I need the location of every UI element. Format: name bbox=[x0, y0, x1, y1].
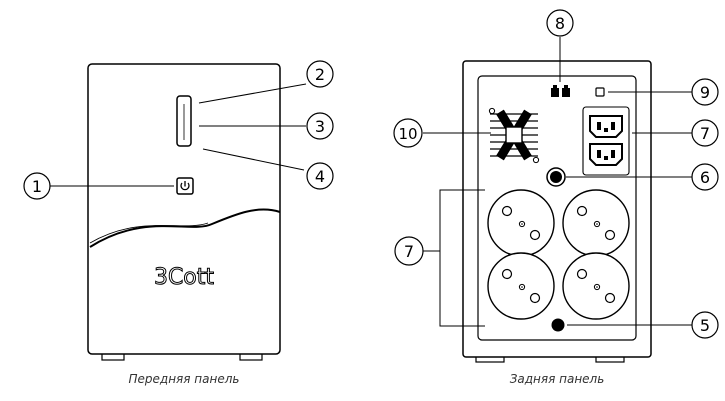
callout-3: 3 bbox=[306, 112, 334, 140]
callout-5-label: 5 bbox=[700, 316, 710, 335]
callout-1-label: 1 bbox=[32, 177, 42, 196]
callout-4-label: 4 bbox=[315, 167, 325, 186]
callout-10: 10 bbox=[393, 118, 423, 148]
usb-port-icon bbox=[595, 87, 605, 97]
front-panel: 3Cott bbox=[87, 63, 281, 361]
callout-6-label: 6 bbox=[700, 168, 710, 187]
brand-logo: 3Cott bbox=[154, 265, 214, 290]
callout-10-label: 10 bbox=[398, 125, 417, 143]
callout-8-label: 8 bbox=[555, 14, 565, 33]
callout-7-schuko: 7 bbox=[394, 236, 424, 266]
fan-grille-icon bbox=[488, 107, 540, 164]
front-panel-caption: Передняя панель bbox=[128, 372, 240, 386]
schuko-outlet-icon bbox=[562, 252, 630, 320]
callout-8: 8 bbox=[546, 9, 574, 37]
fuse-holder bbox=[551, 318, 565, 332]
callout-5: 5 bbox=[691, 311, 719, 339]
front-leaders bbox=[48, 83, 307, 187]
callout-2: 2 bbox=[306, 60, 334, 88]
back-panel bbox=[462, 60, 652, 363]
back-callouts: 8 9 10 7 6 7 5 bbox=[393, 9, 719, 339]
schuko-outlet-icon bbox=[487, 189, 555, 257]
callout-9-label: 9 bbox=[700, 83, 710, 102]
front-wave bbox=[89, 208, 281, 248]
back-panel-caption: Задняя панель bbox=[509, 372, 605, 386]
back-leaders bbox=[423, 37, 692, 327]
iec-outlet-icon bbox=[589, 115, 623, 138]
callout-9: 9 bbox=[691, 78, 719, 106]
iec-outlet-icon bbox=[589, 143, 623, 166]
power-button bbox=[176, 177, 194, 195]
callout-7-iec-label: 7 bbox=[700, 124, 710, 143]
power-icon bbox=[180, 181, 190, 191]
front-callouts: 1 2 3 4 bbox=[23, 60, 334, 200]
callout-7-iec: 7 bbox=[691, 119, 719, 147]
callout-1: 1 bbox=[23, 172, 51, 200]
iec-outlet-block bbox=[582, 106, 630, 176]
circuit-breaker bbox=[546, 167, 566, 187]
network-port-icon bbox=[551, 85, 570, 97]
front-ups-body bbox=[87, 63, 281, 355]
schuko-outlets bbox=[487, 189, 630, 320]
callout-6: 6 bbox=[691, 163, 719, 191]
callout-3-label: 3 bbox=[315, 117, 325, 136]
schuko-outlet-icon bbox=[487, 252, 555, 320]
callout-7-schuko-label: 7 bbox=[404, 242, 414, 261]
schuko-outlet-icon bbox=[562, 189, 630, 257]
callout-2-label: 2 bbox=[315, 65, 325, 84]
callout-4: 4 bbox=[306, 162, 334, 190]
